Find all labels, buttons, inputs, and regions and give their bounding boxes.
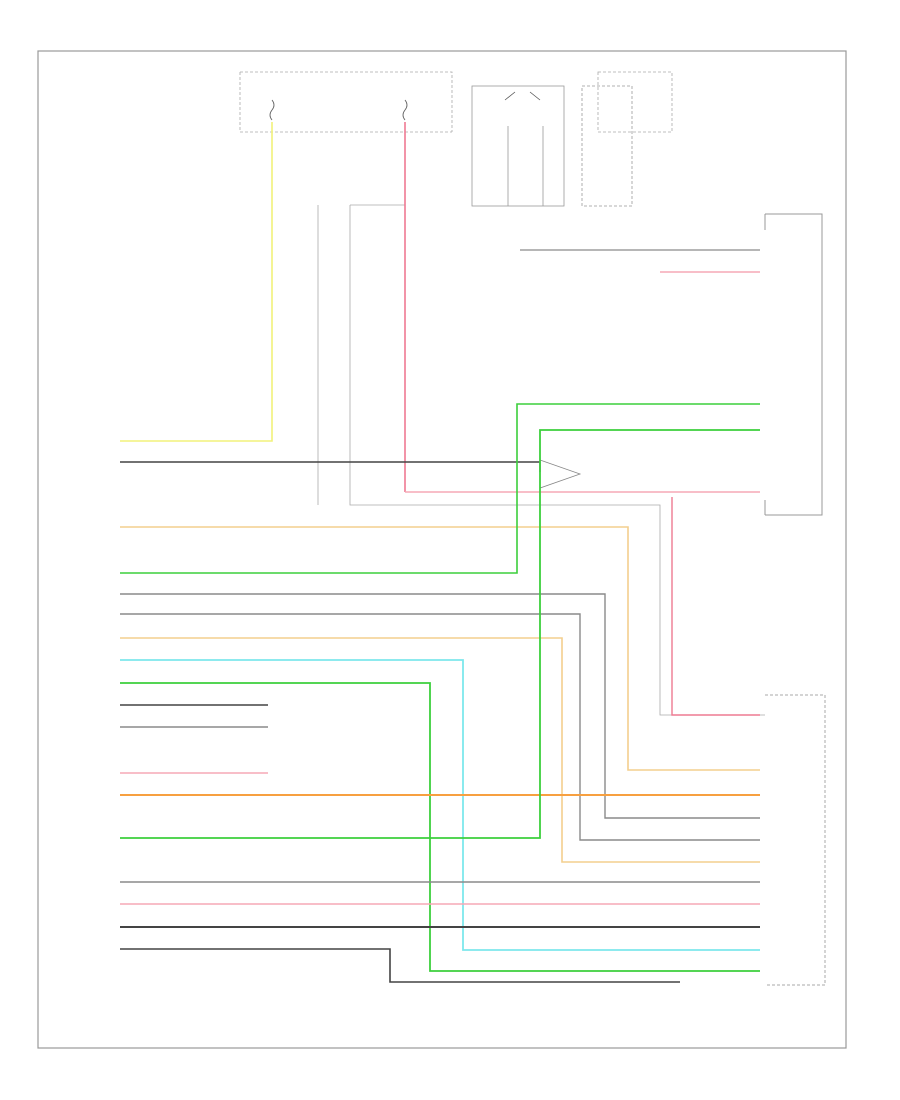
wire-light-orange-2 bbox=[120, 637, 760, 863]
fuse-block-right bbox=[597, 71, 673, 133]
tcm-upper bbox=[764, 213, 823, 516]
wire-green-upper bbox=[120, 403, 760, 574]
wire-cyan bbox=[120, 659, 760, 951]
wire-yellow-left bbox=[120, 122, 273, 442]
wires bbox=[120, 122, 760, 983]
fuse-symbols bbox=[269, 99, 408, 121]
wire-green-mid bbox=[120, 429, 760, 839]
wire-light-orange bbox=[120, 526, 760, 771]
wire-green-lower bbox=[120, 682, 760, 972]
diagram-frame bbox=[37, 50, 847, 1049]
wire-dark-upper bbox=[120, 461, 541, 472]
wire-gray-2 bbox=[120, 613, 760, 841]
wire-gray-1 bbox=[120, 593, 760, 819]
relay-box bbox=[471, 85, 633, 207]
wire-pink-right bbox=[671, 497, 760, 716]
wire-dark-ground bbox=[120, 948, 680, 983]
fuse-block-left bbox=[239, 71, 453, 133]
module-lower bbox=[765, 694, 826, 986]
